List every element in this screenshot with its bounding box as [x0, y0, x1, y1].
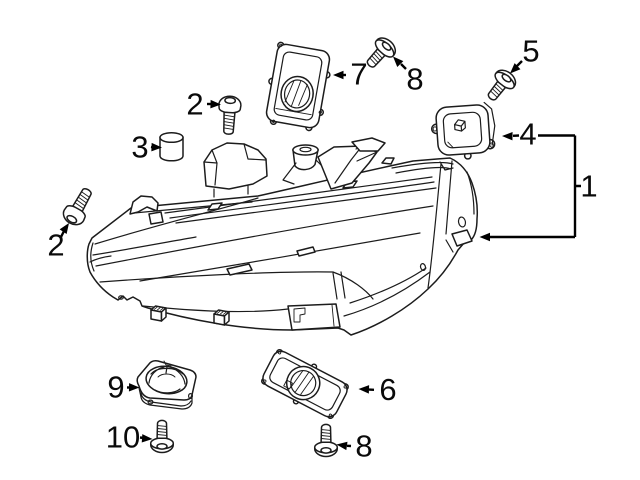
callout-5-leader: [516, 60, 523, 67]
lower-bracket-notch: [293, 304, 335, 327]
callout-9: 9: [107, 370, 140, 405]
callout-6-label: 6: [379, 372, 396, 407]
mount-clip: [150, 305, 167, 322]
rear-tab-line: [445, 239, 454, 253]
callout-4-label: 4: [519, 117, 536, 152]
top-bracket-block-lines: [203, 143, 267, 198]
callout-2-left-leader: [59, 230, 66, 238]
connector-cube: [454, 119, 466, 132]
callout-7-arrow-icon: [333, 70, 344, 80]
lower-bracket-box: [287, 303, 341, 331]
callout-8-top-leader: [400, 63, 407, 70]
screw-post-hole: [299, 146, 312, 153]
part-1-headlight-assembly: [86, 137, 478, 336]
callout-2-left: 2: [47, 220, 73, 263]
part-5-screw: [480, 65, 520, 107]
mount-clip: [213, 309, 230, 326]
callouts: 2 3 2 7 8 5 4: [47, 34, 597, 464]
rear-small-hole: [419, 263, 427, 271]
part-7-module: [265, 41, 331, 132]
part-3-cap: [159, 131, 184, 162]
part-9-module: [136, 360, 197, 410]
callout-7-label: 7: [350, 57, 367, 92]
part-10-screw: [149, 419, 175, 454]
lens-slot: [296, 246, 316, 257]
top-plate: [317, 145, 378, 190]
callout-8-top: 8: [389, 53, 424, 97]
rear-mount-hole: [457, 216, 467, 228]
module-lens-opening: [280, 75, 314, 113]
part-8-screw-bottom: [313, 423, 339, 458]
callout-8-bottom-label: 8: [355, 429, 372, 464]
callout-4-arrow-icon: [501, 131, 513, 141]
top-left-clip: [148, 211, 164, 225]
top-bracket-block: [203, 142, 268, 190]
lens-slot: [226, 263, 253, 276]
part-2-screw-top: [216, 94, 243, 136]
callout-10: 10: [106, 420, 153, 455]
lower-seam-lines: [332, 271, 346, 300]
rear-rim-lines: [391, 161, 454, 174]
callout-3: 3: [131, 130, 163, 165]
lens-contour-lines: [89, 176, 437, 300]
module-lens-opening: [285, 365, 321, 401]
callout-8-top-label: 8: [406, 62, 423, 97]
callout-1-arrow-icon: [479, 232, 490, 242]
part-4-module: [431, 101, 496, 160]
callout-2-left-label: 2: [47, 228, 64, 263]
top-plate-small: [351, 137, 386, 152]
callout-4: 4: [501, 117, 575, 152]
top-left-bracket: [129, 195, 159, 215]
screw-post-top: [292, 144, 319, 156]
callout-1: 1: [479, 135, 598, 242]
callout-6: 6: [358, 372, 397, 407]
callout-8-bottom: 8: [335, 429, 373, 464]
callout-10-label: 10: [106, 420, 140, 455]
part-6-module: [261, 348, 349, 420]
callout-5-label: 5: [522, 34, 539, 69]
callout-1-label: 1: [580, 169, 597, 204]
rear-lower-contours: [343, 267, 431, 317]
callout-3-label: 3: [131, 130, 148, 165]
callout-5: 5: [507, 34, 540, 77]
housing-outline: [86, 157, 478, 336]
drip-tab-hole: [118, 295, 124, 300]
callout-2-top-label: 2: [186, 87, 203, 122]
callout-2-top: 2: [186, 87, 222, 122]
callout-1-bracket: [489, 135, 581, 239]
part-2-screw-left: [59, 183, 99, 230]
callout-7: 7: [333, 57, 368, 92]
rear-mount-tab: [451, 229, 473, 247]
callout-9-label: 9: [107, 370, 124, 405]
callout-6-arrow-icon: [358, 384, 370, 394]
